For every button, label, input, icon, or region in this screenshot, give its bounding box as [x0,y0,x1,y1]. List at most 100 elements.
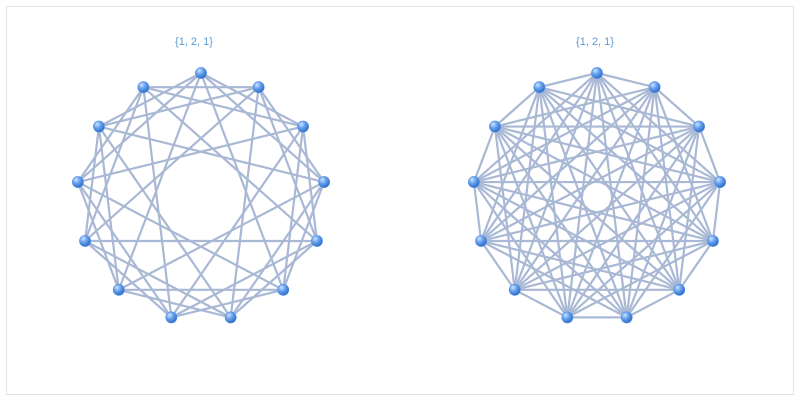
graph-edge [97,71,203,128]
graph-vertex [297,120,309,133]
graph-vertex [195,67,207,79]
graph-edge [472,180,483,243]
graph-edge [479,239,681,291]
graph-edge [472,86,656,184]
graph-vertex [79,235,91,247]
graph-vertex [620,311,633,324]
graph-edge [493,125,715,243]
graph-vertex [489,120,501,133]
graph-edge [513,239,715,291]
graph-vertex [72,176,84,188]
edge-group [76,71,326,319]
graph-edge [513,288,569,319]
graph-vertex [252,81,265,94]
graph-edge [479,239,516,291]
graph-label-left: {1, 2, 1} [175,36,213,48]
graph-edge [199,71,305,128]
graphics-frame [6,6,794,395]
graph-edge [538,86,628,319]
graph-edge [472,125,497,184]
graph-edge [625,288,681,319]
graph-vertex [137,81,150,94]
graph-edge [697,125,722,184]
graph-edge [711,180,722,243]
graph-edge [76,180,285,291]
graph-edge [282,125,305,291]
graph-vertex [508,283,521,296]
graph-edge [257,86,326,184]
graph-edge [282,180,326,291]
graph-edge [566,180,722,319]
graph-vertex [591,67,603,79]
graph-vertex [112,283,125,296]
graph-edge [83,239,232,319]
graph-edge [83,86,260,243]
circulant-graph-right [467,67,726,324]
graph-edge [538,86,722,184]
graph-edge [142,86,319,243]
graph-edge [97,125,326,184]
graph-edge [170,239,319,319]
graph-edge [479,125,701,243]
graph-vertex [311,235,323,247]
graph-edge [170,125,305,319]
graph-edge [199,71,285,291]
graph-edge [653,86,681,291]
graph-edge [566,86,656,319]
graph-edge [595,71,715,243]
graph-edge [479,180,722,243]
graph-edge [472,180,628,319]
graph-vertex [714,176,726,188]
graph-edge [479,71,599,243]
graph-edge [117,288,232,319]
graph-edge [199,71,326,184]
graph-edge [493,125,681,291]
graph-vertex [475,235,487,247]
graph-edge [493,86,541,128]
graph-vertex [277,283,290,296]
graph-edge [83,125,101,243]
graph-edge [595,71,656,89]
graph-label-right: {1, 2, 1} [576,36,614,48]
graph-edge [625,125,701,319]
graph-vertex [467,176,480,188]
graph-edge [472,180,715,243]
graph-edge [513,86,541,291]
graph-edge [83,86,145,243]
edge-group [472,71,722,319]
graph-edge [117,71,203,291]
graph-edge [142,86,305,128]
vertex-group [72,67,330,324]
graph-vertex [707,235,719,247]
vertex-group [467,67,726,324]
graph-edge [76,180,120,291]
graph-vertex [165,311,178,324]
graph-edge [513,86,656,291]
graph-edge [678,239,715,291]
graph-vertex [318,176,330,188]
graph-edge [493,125,569,319]
graph-vertex [693,120,705,133]
graph-edge [229,86,260,319]
graph-vertex [561,311,574,324]
graph-vertex [93,120,105,133]
graph-vertex [648,81,661,94]
circulant-graph-left [72,67,330,324]
graph-edge [76,180,173,319]
graph-edge [97,125,120,291]
graph-edge [76,71,203,184]
graph-edge [229,239,319,319]
graph-vertex [533,81,546,94]
graph-edge [142,86,173,319]
graph-edge [97,86,260,128]
graph-edge [595,71,628,319]
graph-edge [566,71,599,319]
graph-edge [538,86,681,291]
graph-edge [301,125,319,243]
graph-edge [76,86,145,184]
graph-edge [117,180,326,291]
graph-edge [97,125,232,319]
graph-vertex [673,283,686,296]
graph-edge [83,239,173,319]
